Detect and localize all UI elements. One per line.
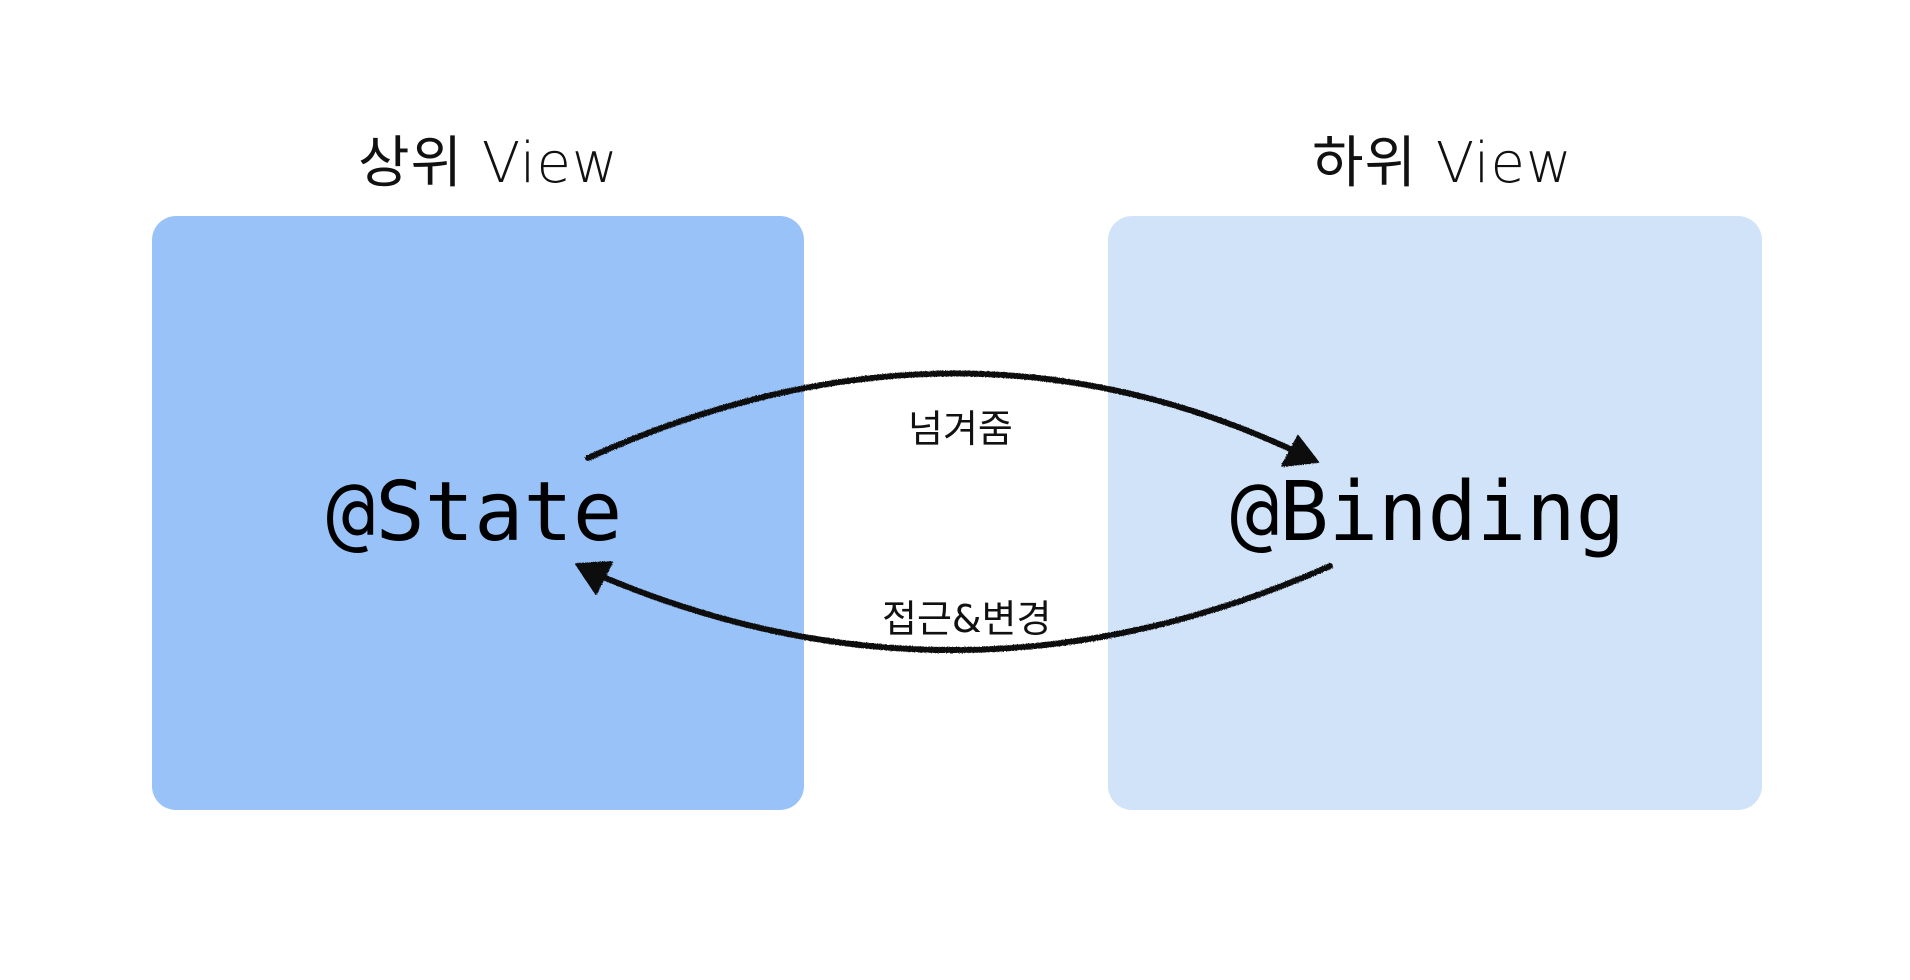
child-view-title: 하위 View	[1312, 131, 1573, 196]
state-label: @State	[326, 465, 623, 560]
parent-view-box	[152, 216, 804, 810]
binding-label: @Binding	[1230, 465, 1625, 560]
parent-view-title: 상위 View	[358, 131, 619, 196]
child-view-box	[1108, 216, 1762, 810]
access-arrow-label: 접근&변경	[882, 597, 1052, 641]
pass-arrow-label: 넘겨줌	[908, 407, 1013, 451]
